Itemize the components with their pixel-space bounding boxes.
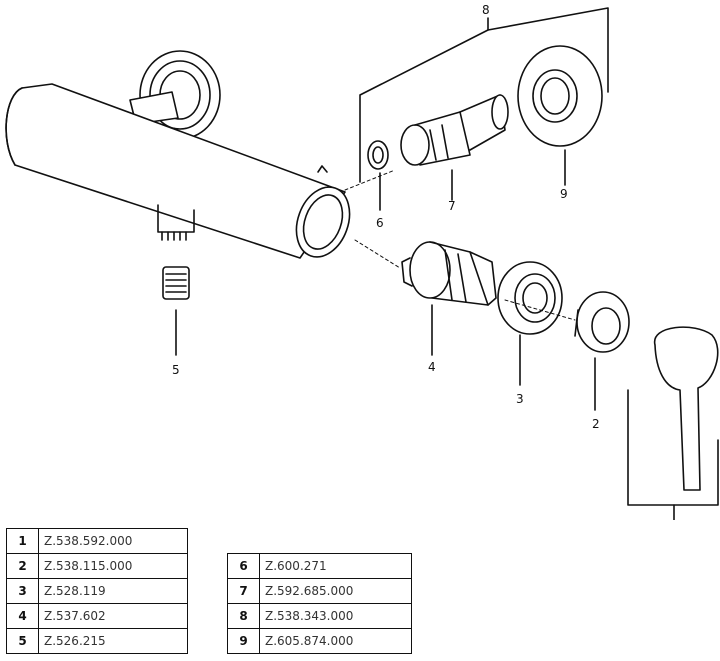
- part-code: Z.605.874.000: [259, 628, 412, 654]
- table-row: 3 Z.528.119: [6, 578, 188, 604]
- part-number: 1: [6, 528, 39, 554]
- table-row: 4 Z.537.602: [6, 603, 188, 629]
- part-number: 9: [227, 628, 260, 654]
- part-code: Z.538.592.000: [38, 528, 188, 554]
- part-code: Z.538.343.000: [259, 603, 412, 629]
- table-row: 9 Z.605.874.000: [227, 628, 412, 654]
- callout-2: 2: [592, 417, 600, 431]
- callout-4: 4: [428, 360, 436, 374]
- part-number: 8: [227, 603, 260, 629]
- part-code: Z.592.685.000: [259, 578, 412, 604]
- callout-7: 7: [448, 199, 456, 213]
- part-3-adapter: [497, 261, 563, 386]
- part-code: Z.537.602: [38, 603, 188, 629]
- table-row: 1 Z.538.592.000: [6, 528, 188, 554]
- part-code: Z.526.215: [38, 628, 188, 654]
- part-number: 2: [6, 553, 39, 579]
- part-code: Z.528.119: [38, 578, 188, 604]
- part-4-cartridge: [401, 241, 497, 356]
- mixer-body: [5, 50, 351, 259]
- part-6-seal: [367, 140, 389, 211]
- exploded-view-drawing: 1 2 3 4 5 6 7 8 9: [5, 3, 719, 520]
- callout-6: 6: [376, 216, 384, 230]
- part-1-lever: [627, 326, 719, 520]
- part-7-connector: [400, 94, 509, 201]
- callout-5: 5: [172, 363, 180, 377]
- callout-9: 9: [560, 187, 568, 201]
- part-8-bracket: [359, 7, 609, 183]
- table-row: 5 Z.526.215: [6, 628, 188, 654]
- callout-8: 8: [482, 3, 490, 17]
- part-9-escutcheon: [517, 45, 603, 186]
- part-2-cap: [574, 291, 630, 411]
- callout-3: 3: [516, 392, 524, 406]
- part-code: Z.538.115.000: [38, 553, 188, 579]
- table-row: 7 Z.592.685.000: [227, 578, 412, 604]
- table-row: 8 Z.538.343.000: [227, 603, 412, 629]
- parts-table-right: 6 Z.600.271 7 Z.592.685.000 8 Z.538.343.…: [227, 553, 412, 654]
- part-number: 6: [227, 553, 260, 579]
- part-number: 4: [6, 603, 39, 629]
- table-row: 2 Z.538.115.000: [6, 553, 188, 579]
- table-row: 6 Z.600.271: [227, 553, 412, 579]
- parts-table-left: 1 Z.538.592.000 2 Z.538.115.000 3 Z.528.…: [6, 528, 188, 654]
- part-code: Z.600.271: [259, 553, 412, 579]
- part-number: 7: [227, 578, 260, 604]
- part-5-nipple: [162, 266, 190, 356]
- part-number: 5: [6, 628, 39, 654]
- part-number: 3: [6, 578, 39, 604]
